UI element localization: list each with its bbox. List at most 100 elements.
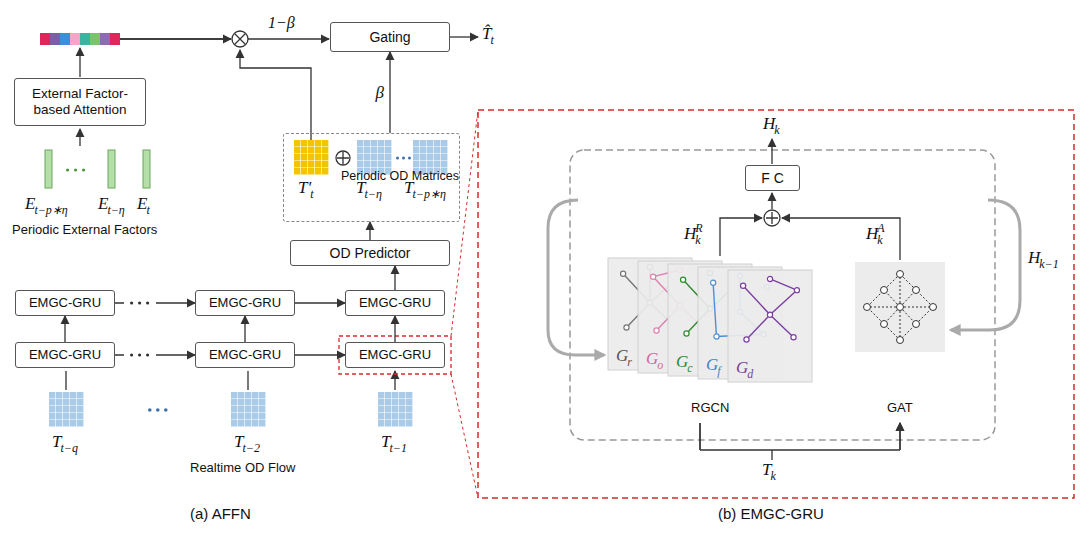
od-matrix [49,392,84,427]
recurrent-loop [951,200,1020,330]
subscript: t−1 [389,441,406,456]
node-text: F C [761,170,784,187]
gat-panel [855,262,945,352]
flow-connector [394,316,395,342]
zoom-leader [451,110,478,498]
process-box: F C [745,165,800,191]
text-label: GAT [887,400,913,415]
plus-symbol [337,152,349,164]
flow-arrow [240,50,311,140]
attention-box: External Factor-based Attention [14,78,146,126]
cell-boundary [570,150,995,440]
zoom-frame [339,336,451,374]
subscript: t−q [60,441,77,456]
math-symbol: T [381,432,390,452]
vector-cell [90,33,100,45]
od-matrix [294,140,329,175]
text-label: Realtime OD Flow [190,460,295,475]
node-text: EMGC-GRU [359,347,431,363]
gru-cell: EMGC-GRU [345,342,445,368]
gru-cell: EMGC-GRU [195,290,295,316]
graph-node [741,276,800,342]
gru-cell: EMGC-GRU [15,290,115,316]
vector-cell [100,33,110,45]
math-symbol: H [1028,248,1040,268]
subscript: k [774,123,779,138]
node-text: EMGC-GRU [359,295,431,311]
subscript: o [657,358,663,373]
subscript: t−p∗η [34,203,67,218]
math-symbol: T′ [298,178,311,198]
ellipsis-dots [396,157,411,160]
subscript: d [747,367,753,382]
subscript: t [146,203,149,218]
math-symbol: H [763,114,775,134]
od-matrix [49,392,84,427]
vector-cell [60,33,70,45]
flow-arrow [120,38,231,39]
flow-connector [369,222,370,240]
flow-arrow [771,193,772,209]
math-symbol: T [234,432,243,452]
edge-label: β [374,83,386,103]
subscript: t−p∗η [412,187,445,202]
flow-connector [295,354,345,355]
subscript: f [717,364,720,379]
ellipsis-dots [66,168,85,171]
math-symbol: 1−β [268,14,295,32]
math-symbol: G [616,346,628,366]
flow-arrow [79,48,80,77]
graph-node [864,271,937,344]
od-matrix [294,140,329,175]
vector-cell [70,33,80,45]
matrix-group: Periodic OD Matrices [283,133,460,222]
text-label: RGCN [691,400,729,415]
plus-symbol [766,212,778,224]
math-symbol: T̂ [482,24,491,44]
flow-connector [389,52,390,133]
ellipsis-dots [148,408,168,412]
relation-graphs [608,258,812,382]
node-text: Gating [369,29,410,46]
text-label: Periodic External Factors [12,222,157,237]
vector-cell [110,33,120,45]
factor-bar [143,150,150,188]
od-matrix [378,392,413,427]
subscript: k [877,233,882,248]
math-symbol: E [98,194,108,214]
node-text: External Factor-based Attention [21,86,139,118]
factor-bar [108,150,115,188]
panel-caption: (a) AFFN [190,505,251,522]
flow-connector [244,316,245,342]
recurrent-loop [548,200,604,355]
flow-arrow [120,38,329,39]
zoom-region [478,110,1074,498]
od-matrix [231,392,266,427]
node-text: EMGC-GRU [209,347,281,363]
plus-symbol [336,151,350,165]
flow-arrow [771,139,772,164]
math-symbol: E [137,194,147,214]
vector-cell [50,33,60,45]
subscript: r [627,355,632,370]
relation-panel [728,270,812,382]
node-text: EMGC-GRU [29,347,101,363]
math-symbol: E [25,194,35,214]
flow-arrow [720,218,762,256]
node-text: OD Predictor [330,245,411,262]
vector-cell [80,33,90,45]
math-symbol: T [762,460,771,480]
factor-bar [45,150,52,188]
od-matrix [378,392,413,427]
flow-connector [64,316,65,342]
panel-caption: (b) EMGC-GRU [718,505,824,522]
math-symbol: H [866,224,878,244]
flow-arrow [450,36,478,37]
subscript: t−2 [242,441,259,456]
math-symbol: T [52,432,61,452]
flow-connector [295,302,345,303]
